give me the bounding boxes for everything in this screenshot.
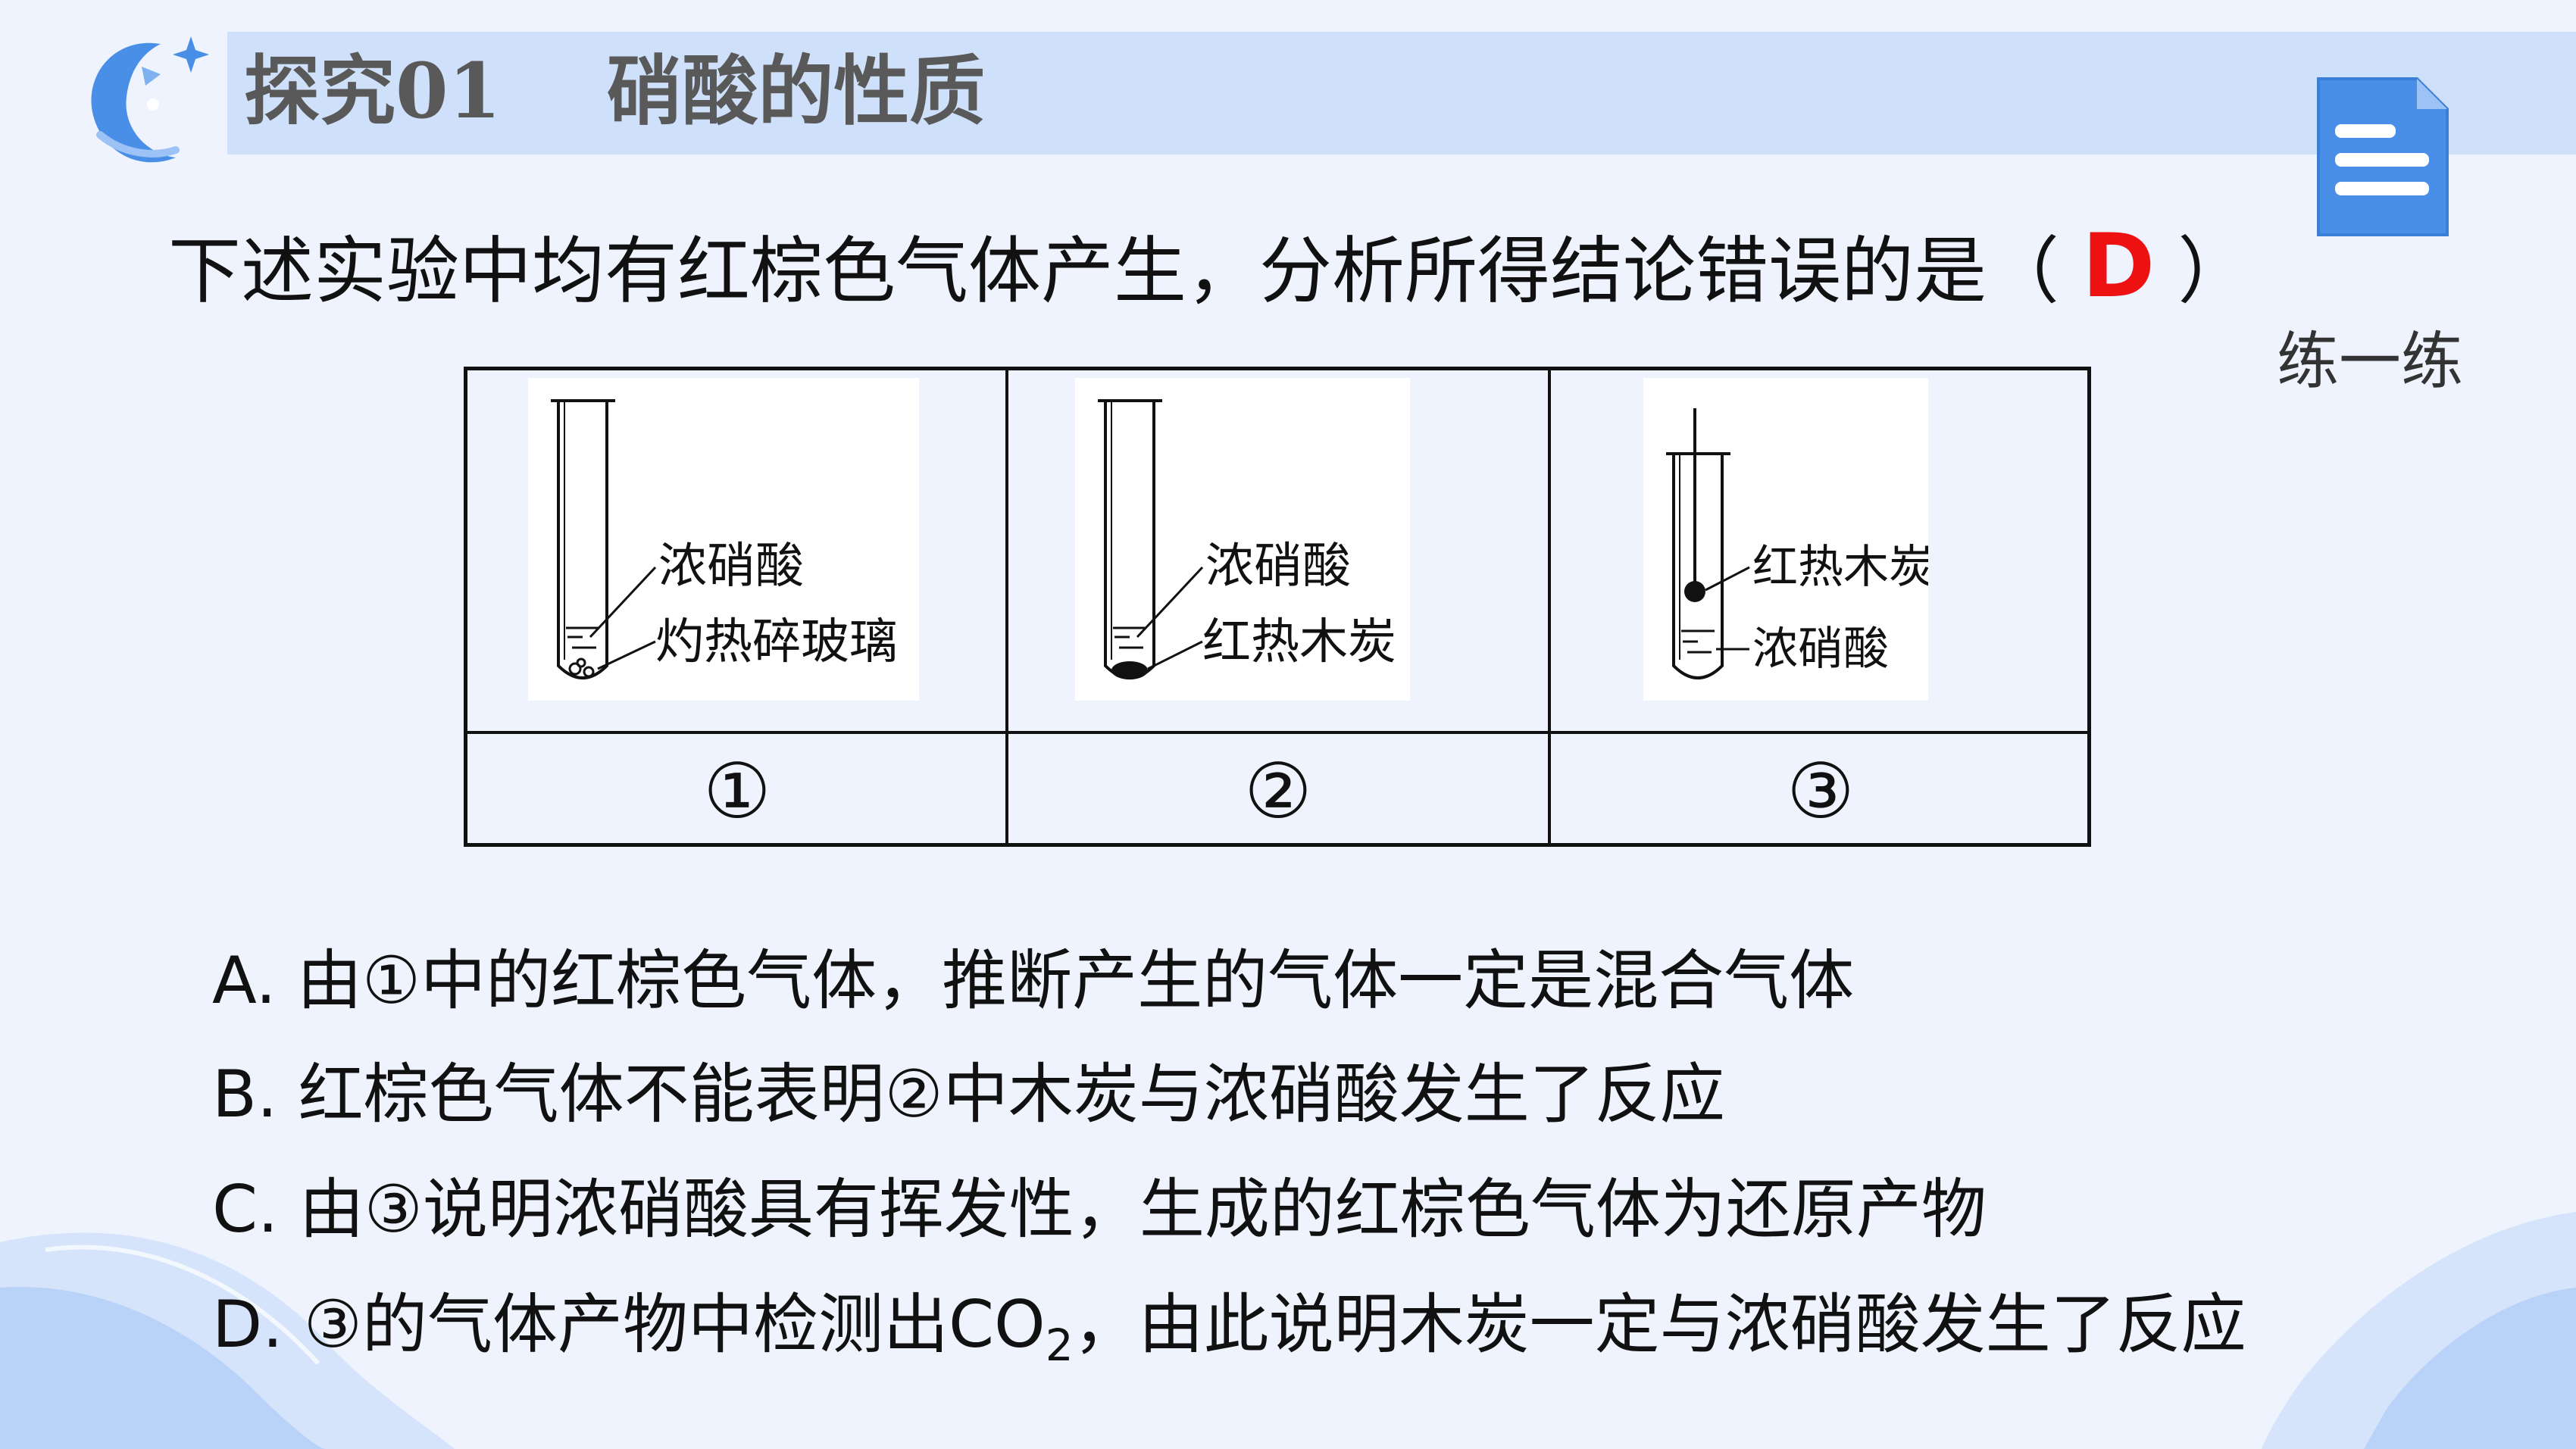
option-b: B. 红棕色气体不能表明②中木炭与浓硝酸发生了反应 bbox=[212, 1057, 1725, 1132]
question-stem: 下述实验中均有红棕色气体产生，分析所得结论错误的是（ bbox=[168, 229, 2059, 314]
experiment-1-label-top: 浓硝酸 bbox=[658, 539, 804, 595]
moon-star-logo-icon bbox=[91, 36, 209, 163]
test-tube-1-diagram: 浓硝酸 灼热碎玻璃 bbox=[551, 399, 898, 679]
test-tube-2-diagram: 浓硝酸 红热木炭 bbox=[1098, 399, 1396, 679]
section-topic: 硝酸的性质 bbox=[606, 46, 986, 136]
practice-label: 练一练 bbox=[2277, 326, 2464, 398]
experiment-1-image: 浓硝酸 灼热碎玻璃 bbox=[528, 378, 919, 701]
experiment-1-label-bottom: 灼热碎玻璃 bbox=[655, 614, 898, 670]
table-grid bbox=[467, 370, 2087, 843]
option-a: A. 由①中的红棕色气体，推断产生的气体一定是混合气体 bbox=[212, 943, 1855, 1019]
option-d: D. ③的气体产物中检测出CO2，由此说明木炭一定与浓硝酸发生了反应 bbox=[212, 1283, 2246, 1387]
question-text: 下述实验中均有红棕色气体产生，分析所得结论错误的是（ D） bbox=[168, 214, 2250, 324]
document-icon bbox=[2317, 77, 2449, 236]
experiment-table: 浓硝酸 灼热碎玻璃 ① 浓硝酸 红热木炭 ② 红热木炭 bbox=[464, 367, 2091, 847]
experiment-2-label-top: 浓硝酸 bbox=[1205, 539, 1351, 595]
experiment-3-label-top: 红热木炭 bbox=[1752, 541, 1928, 594]
experiment-1-number: ① bbox=[703, 746, 771, 835]
page-title: 探究01 硝酸的性质 bbox=[244, 38, 985, 144]
question-close: ） bbox=[2177, 229, 2251, 314]
experiment-3-image: 红热木炭 浓硝酸 bbox=[1643, 378, 1934, 701]
experiment-2-image: 浓硝酸 红热木炭 bbox=[1075, 378, 1410, 701]
section-number: 探究01 bbox=[244, 46, 502, 136]
option-d-subscript: 2 bbox=[1045, 1319, 1074, 1372]
test-tube-3-diagram: 红热木炭 浓硝酸 bbox=[1666, 408, 1934, 679]
option-c: C. 由③说明浓硝酸具有挥发性，生成的红棕色气体为还原产物 bbox=[212, 1172, 1987, 1248]
experiment-3-number: ③ bbox=[1787, 746, 1855, 835]
option-d-prefix: D. ③的气体产物中检测出CO bbox=[212, 1287, 1046, 1363]
experiment-3-label-bottom: 浓硝酸 bbox=[1752, 623, 1889, 676]
experiment-2-label-bottom: 红热木炭 bbox=[1202, 614, 1396, 670]
header-bar bbox=[227, 32, 2576, 155]
experiment-2-number: ② bbox=[1244, 746, 1312, 835]
answer-letter: D bbox=[2082, 215, 2156, 317]
option-d-suffix: ，由此说明木炭一定与浓硝酸发生了反应 bbox=[1073, 1287, 2246, 1363]
